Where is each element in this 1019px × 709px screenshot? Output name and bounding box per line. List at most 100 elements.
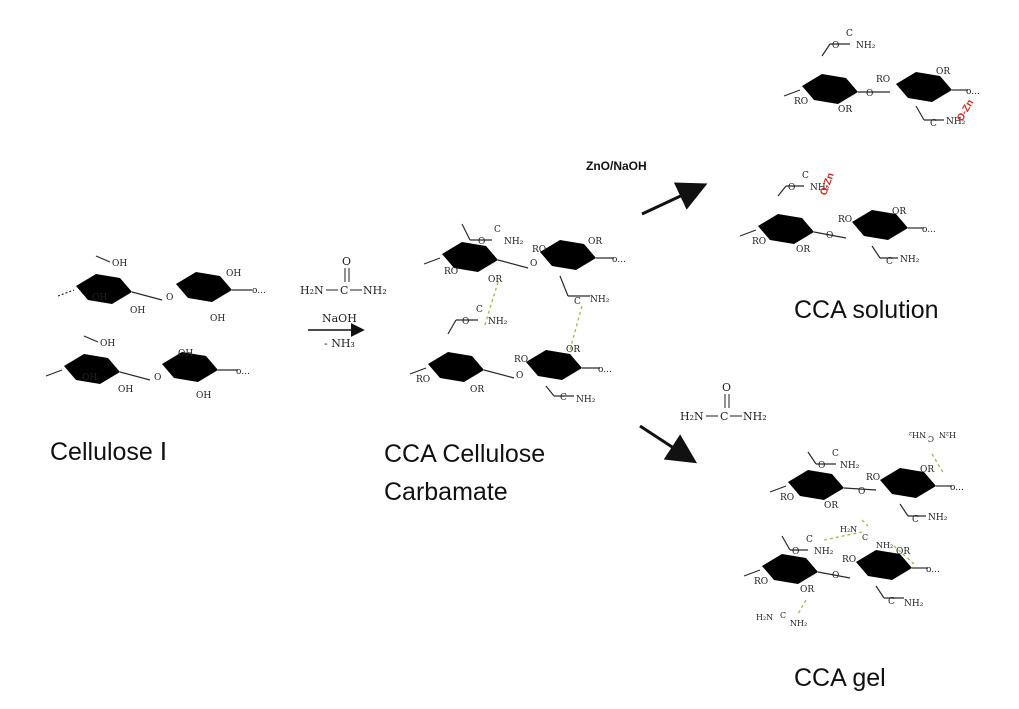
naoh-condition: NaOH: [322, 312, 357, 325]
cca-carbamate-structure: [409, 222, 614, 397]
svg-text:OH: OH: [100, 339, 115, 349]
hbond-gel-5: [861, 519, 869, 527]
cca-label-line2: Carbamate: [384, 478, 508, 506]
svg-text:NH₂: NH₂: [590, 295, 610, 305]
hbond-cca-2: [569, 305, 583, 351]
svg-text:O-Zn: O-Zn: [955, 98, 976, 124]
svg-text:OR: OR: [896, 547, 910, 557]
svg-text:C: C: [862, 533, 868, 542]
svg-text:o...: o...: [966, 87, 980, 97]
svg-text:O: O: [866, 89, 873, 99]
svg-text:O: O: [462, 317, 469, 327]
svg-text:O: O: [478, 237, 485, 247]
svg-text:RO: RO: [876, 75, 890, 85]
svg-text:O: O: [154, 373, 161, 383]
svg-text:O: O: [722, 381, 731, 394]
svg-text:RO: RO: [780, 493, 794, 503]
svg-text:O: O: [826, 231, 833, 241]
svg-text:O: O: [858, 487, 865, 497]
svg-text:o...: o...: [950, 483, 964, 493]
svg-text:H₂N: H₂N: [840, 525, 857, 534]
svg-text:C: C: [928, 434, 934, 443]
svg-text:RO: RO: [532, 245, 546, 255]
urea-reagent: H₂N C O NH₂: [300, 255, 387, 297]
svg-text:C: C: [720, 410, 728, 423]
zno-naoh-condition: ZnO/NaOH: [586, 159, 647, 173]
cca-gel-structure: [743, 450, 952, 599]
svg-text:OR: OR: [566, 345, 580, 355]
svg-text:NH₂: NH₂: [743, 410, 767, 423]
cca-gel-atoms: H₂N C NH₂ O C NH₂ RO OR O RO OR o... C N…: [754, 430, 964, 628]
svg-text:OH: OH: [92, 293, 107, 303]
svg-text:C: C: [780, 611, 786, 620]
cca-carbamate-atoms: O C NH₂ RO OR O RO OR o... C NH₂ O C NH₂…: [416, 225, 626, 405]
svg-text:H₂N: H₂N: [756, 613, 773, 622]
svg-text:C: C: [912, 515, 919, 525]
svg-text:OR: OR: [488, 275, 502, 285]
svg-text:C: C: [846, 29, 853, 39]
svg-text:OH: OH: [210, 314, 225, 324]
svg-text:RO: RO: [866, 473, 880, 483]
svg-text:O: O: [818, 461, 825, 471]
svg-text:O: O: [342, 255, 351, 268]
svg-text:RO: RO: [416, 375, 430, 385]
svg-text:C: C: [886, 257, 893, 267]
cca-solution-structure: [739, 43, 968, 259]
hbond-gel-3: [893, 545, 915, 565]
svg-text:NH₂: NH₂: [900, 255, 920, 265]
svg-text:OH: OH: [130, 306, 145, 316]
svg-text:C: C: [560, 393, 567, 403]
svg-text:OR: OR: [892, 207, 906, 217]
svg-text:OR: OR: [796, 245, 810, 255]
svg-text:C: C: [574, 297, 581, 307]
svg-text:H₂N: H₂N: [300, 284, 324, 297]
svg-text:H₂N: H₂N: [939, 430, 956, 439]
svg-text:OH: OH: [118, 385, 133, 395]
svg-text:NH₂: NH₂: [928, 513, 948, 523]
cca-solution-atoms: O C NH₂ RO OR O RO OR o... C NH₂ O-Zn O …: [752, 29, 980, 267]
svg-text:OR: OR: [470, 385, 484, 395]
svg-text:RO: RO: [794, 97, 808, 107]
cellulose-label: Cellulose Ⅰ: [50, 438, 167, 466]
cellulose-structure: [45, 254, 252, 384]
svg-text:O: O: [832, 571, 839, 581]
svg-text:O: O: [832, 41, 839, 51]
svg-text:O: O: [166, 293, 173, 303]
hbond-cca-1: [483, 281, 499, 329]
svg-text:NH₂: NH₂: [814, 547, 834, 557]
svg-text:OH: OH: [82, 373, 97, 383]
svg-text:RO: RO: [514, 355, 528, 365]
svg-text:C: C: [888, 597, 895, 607]
svg-text:OR: OR: [920, 465, 934, 475]
svg-text:OR: OR: [838, 105, 852, 115]
svg-text:o...: o...: [598, 365, 612, 375]
svg-text:NH₂: NH₂: [840, 461, 860, 471]
svg-text:RO: RO: [754, 577, 768, 587]
svg-text:OR: OR: [936, 67, 950, 77]
svg-text:C: C: [802, 171, 809, 181]
svg-text:NH₂: NH₂: [488, 317, 508, 327]
svg-text:RO: RO: [838, 215, 852, 225]
cca-solution-label: CCA solution: [794, 296, 939, 324]
svg-text:O: O: [516, 371, 523, 381]
svg-text:NH₂: NH₂: [904, 599, 924, 609]
cellulose-atoms: OH OH OH OH OH O o... OH OH OH OH OH O o…: [82, 259, 266, 401]
svg-text:O: O: [530, 259, 537, 269]
svg-text:OR: OR: [824, 501, 838, 511]
svg-text:OR: OR: [800, 585, 814, 595]
svg-text:RO: RO: [752, 237, 766, 247]
hbond-gel-1: [931, 453, 945, 475]
svg-text:OH: OH: [226, 269, 241, 279]
urea-free: H₂N C O NH₂: [680, 381, 767, 423]
svg-text:O: O: [792, 547, 799, 557]
svg-text:o...: o...: [236, 367, 250, 377]
svg-text:C: C: [832, 449, 839, 459]
cca-label-line1: CCA Cellulose: [384, 440, 545, 468]
svg-text:C: C: [930, 119, 937, 129]
svg-text:RO: RO: [842, 555, 856, 565]
svg-text:NH₂: NH₂: [876, 541, 893, 550]
svg-text:NH₂: NH₂: [790, 619, 807, 628]
svg-text:OH: OH: [112, 259, 127, 269]
